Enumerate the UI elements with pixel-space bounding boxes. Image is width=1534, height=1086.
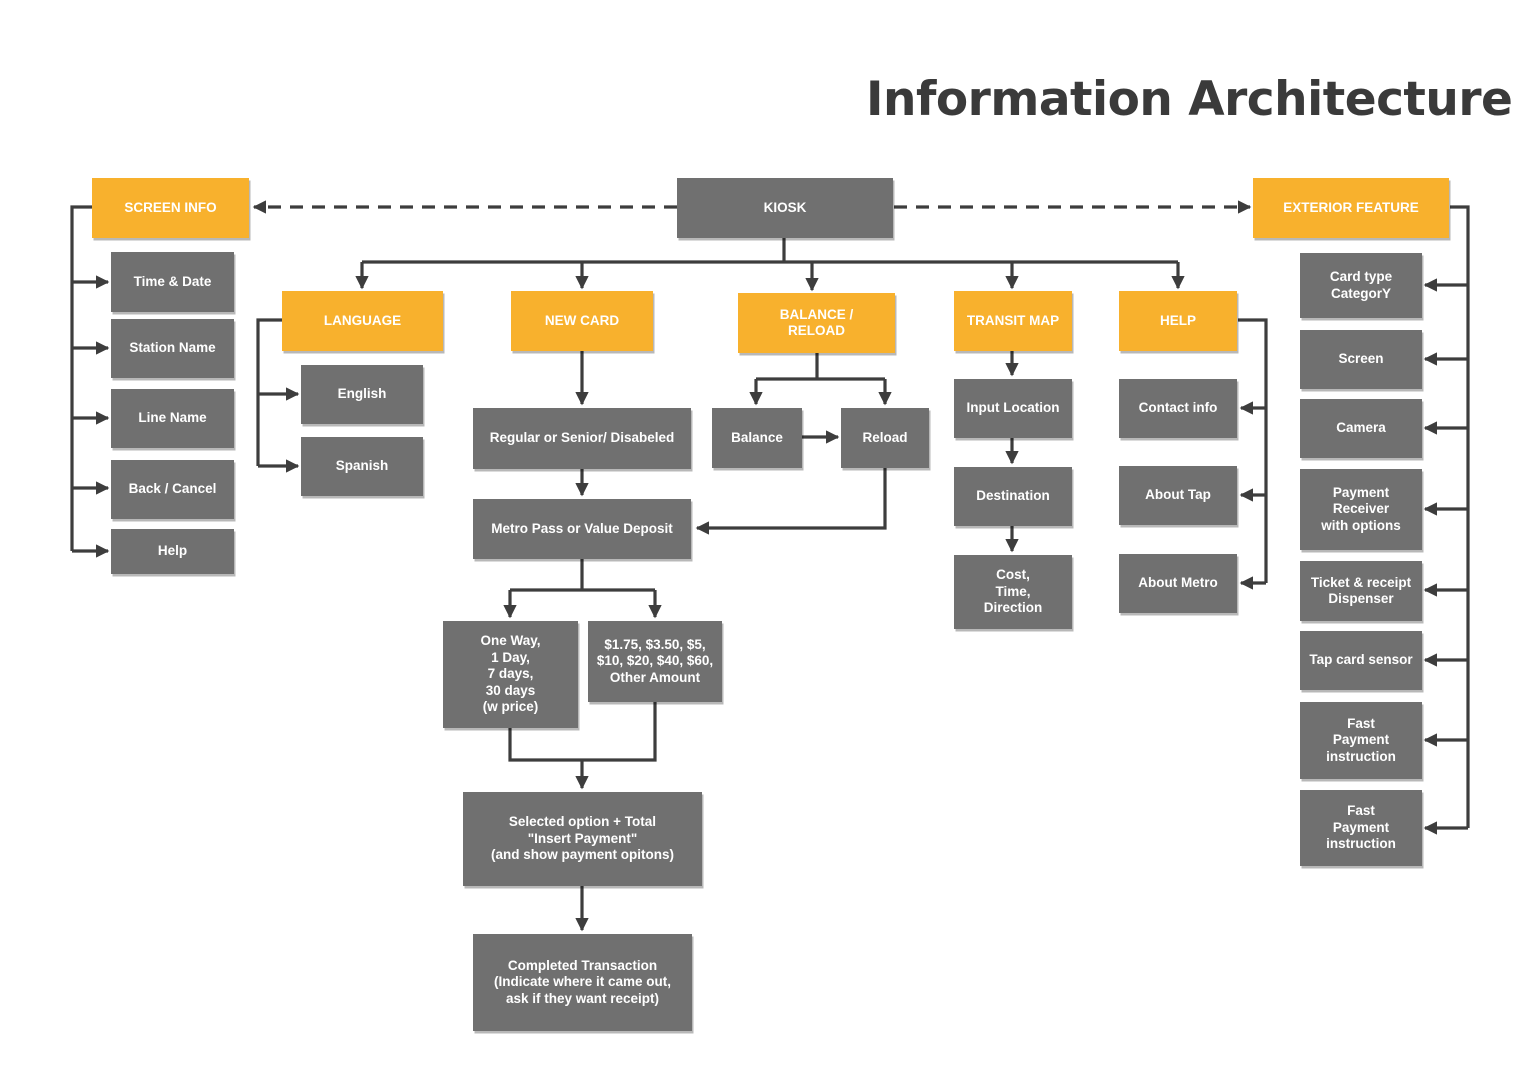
node-regular-senior: Regular or Senior/ Disabeled [473,408,691,469]
node-fast-payment-2: Fast Payment instruction [1300,790,1422,866]
node-amounts: $1.75, $3.50, $5, $10, $20, $40, $60, Ot… [588,621,722,702]
node-help-left: Help [111,529,234,574]
node-exterior-feature: EXTERIOR FEATURE [1253,178,1449,238]
node-payment-receiver: Payment Receiver with options [1300,469,1422,550]
node-one-way: One Way, 1 Day, 7 days, 30 days (w price… [443,621,578,728]
node-card-type: Card type CategorY [1300,253,1422,318]
node-input-location: Input Location [954,379,1072,438]
node-selected-option: Selected option + Total "Insert Payment"… [463,792,702,886]
balance-split [756,353,885,381]
node-contact-info: Contact info [1119,379,1237,438]
node-screen-info: SCREEN INFO [92,178,249,238]
node-about-metro: About Metro [1119,554,1237,613]
arrow-reload-to-metro-pass [695,468,887,535]
node-new-card: NEW CARD [511,291,653,351]
node-english: English [301,365,423,424]
node-cost-time-direction: Cost, Time, Direction [954,555,1072,629]
node-line-name: Line Name [111,389,234,448]
node-kiosk: KIOSK [677,178,893,238]
exterior-spine [1450,205,1470,828]
node-camera: Camera [1300,399,1422,458]
language-spine [256,318,282,466]
node-ticket-receipt: Ticket & receipt Dispenser [1300,561,1422,621]
node-fast-payment-1: Fast Payment instruction [1300,702,1422,779]
node-metro-pass: Metro Pass or Value Deposit [473,499,691,559]
node-tap-card-sensor: Tap card sensor [1300,631,1422,690]
diagram-title: Information Architecture [866,72,1513,127]
node-about-tap: About Tap [1119,466,1237,525]
node-spanish: Spanish [301,437,423,496]
node-screen: Screen [1300,330,1422,389]
node-destination: Destination [954,467,1072,526]
node-completed-transaction: Completed Transaction (Indicate where it… [473,934,692,1031]
node-help: HELP [1119,291,1237,351]
metro-pass-split [510,559,655,592]
screen-info-spine [70,205,92,551]
node-transit-map: TRANSIT MAP [954,291,1072,351]
node-balance: Balance [712,408,802,468]
node-time-date: Time & Date [111,252,234,312]
help-spine [1238,318,1268,583]
kiosk-trunk [362,238,1178,264]
node-language: LANGUAGE [282,291,443,351]
node-balance-reload: BALANCE / RELOAD [738,293,895,353]
node-reload: Reload [841,408,929,468]
node-back-cancel: Back / Cancel [111,460,234,519]
node-station-name: Station Name [111,319,234,378]
